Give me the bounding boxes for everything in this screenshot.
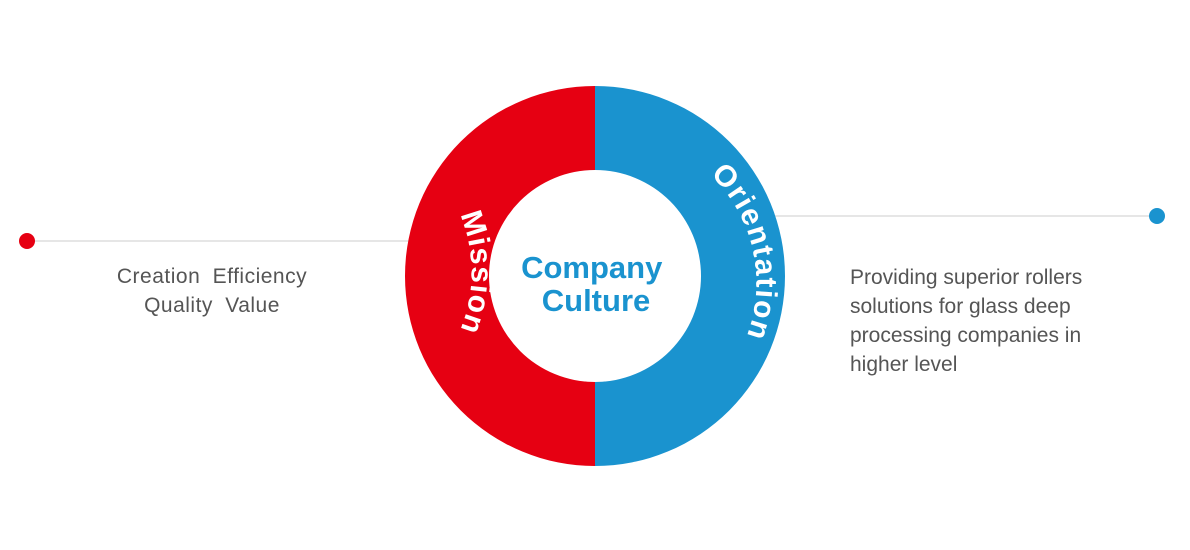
orientation-segment: [595, 86, 785, 466]
orientation-description-line: solutions for glass deep: [850, 295, 1071, 318]
orientation-description-line: higher level: [850, 353, 958, 376]
center-title: Company Culture: [521, 250, 671, 318]
center-title-line2: Culture: [542, 283, 651, 318]
left-endpoint-dot: [19, 233, 35, 249]
right-endpoint-dot: [1149, 208, 1165, 224]
center-title-line1: Company: [521, 250, 663, 285]
orientation-description-line: processing companies in: [850, 324, 1082, 347]
mission-description: Creation Efficiency Quality Value: [72, 262, 352, 320]
mission-description-line: Quality Value: [144, 294, 280, 317]
mission-segment: [405, 86, 595, 466]
mission-description-line: Creation Efficiency: [116, 265, 308, 288]
orientation-description: Providing superior rollers solutions for…: [850, 263, 1150, 379]
orientation-description-line: Providing superior rollers: [850, 266, 1083, 289]
